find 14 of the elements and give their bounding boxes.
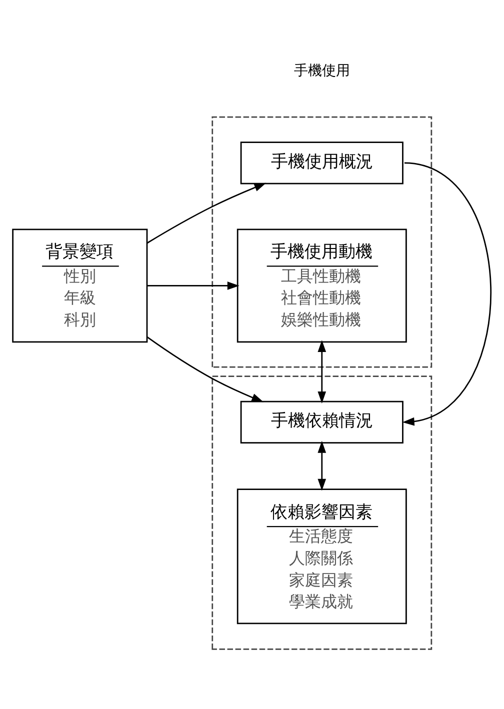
node-box: 背景變項 性別 年級 科別 [12, 228, 148, 343]
label: 手機使用 [294, 62, 350, 79]
node-box: 手機依賴情況 [240, 400, 404, 444]
node-box: 手機使用動機 工具性動機 社會性動機 娛樂性動機 [236, 228, 407, 343]
arrow [402, 162, 492, 426]
arrow [318, 340, 326, 404]
arrow [146, 336, 264, 402]
node-box: 依賴影響因素 生活態度 人際關係 家庭因素 學業成就 [236, 488, 407, 624]
cluster [212, 116, 432, 368]
node-box: 手機使用概況 [240, 142, 404, 184]
cluster [212, 376, 432, 650]
arrow [146, 182, 266, 244]
arrow [318, 440, 326, 491]
arrow [147, 282, 240, 290]
